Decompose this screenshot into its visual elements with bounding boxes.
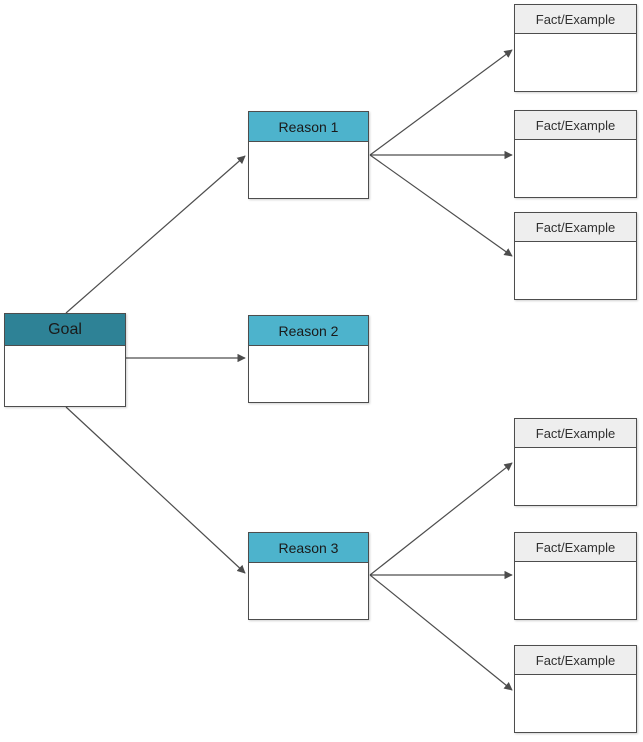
node-reason-1-header: Reason 1 [249,112,368,142]
node-goal-body[interactable] [5,346,125,406]
node-reason-2[interactable]: Reason 2 [248,315,369,403]
node-fact-1[interactable]: Fact/Example [514,4,637,92]
node-reason-3-header: Reason 3 [249,533,368,563]
edge-goal-to-reason-3 [65,406,246,574]
edge-reason-1-to-fact-1 [369,49,513,156]
node-fact-1-body[interactable] [515,34,636,91]
node-fact-5-body[interactable] [515,562,636,619]
node-fact-3[interactable]: Fact/Example [514,212,637,300]
node-fact-5-header: Fact/Example [515,533,636,562]
node-reason-1-body[interactable] [249,142,368,198]
node-fact-6-header: Fact/Example [515,646,636,675]
node-fact-4-label: Fact/Example [535,425,616,441]
edge-reason-1-to-fact-3 [369,154,513,257]
node-fact-6[interactable]: Fact/Example [514,645,637,733]
node-reason-2-label: Reason 2 [278,322,339,339]
node-reason-2-header: Reason 2 [249,316,368,346]
edge-reason-3-to-fact-6 [369,574,513,691]
edge-reason-3-to-fact-4 [369,462,513,576]
node-fact-1-label: Fact/Example [535,11,616,27]
node-fact-2-label: Fact/Example [535,117,616,133]
node-goal-header: Goal [5,314,125,346]
node-fact-2[interactable]: Fact/Example [514,110,637,198]
node-fact-5[interactable]: Fact/Example [514,532,637,620]
node-reason-3[interactable]: Reason 3 [248,532,369,620]
node-reason-1-label: Reason 1 [278,118,339,135]
node-fact-4-header: Fact/Example [515,419,636,448]
node-fact-6-body[interactable] [515,675,636,732]
node-reason-3-body[interactable] [249,563,368,619]
node-fact-1-header: Fact/Example [515,5,636,34]
node-reason-3-label: Reason 3 [278,539,339,556]
node-fact-4-body[interactable] [515,448,636,505]
node-fact-3-body[interactable] [515,242,636,299]
node-reason-2-body[interactable] [249,346,368,402]
node-goal-label: Goal [48,320,82,338]
node-fact-3-label: Fact/Example [535,219,616,235]
node-fact-5-label: Fact/Example [535,539,616,555]
node-fact-2-header: Fact/Example [515,111,636,140]
edge-goal-to-reason-1 [65,155,246,314]
node-fact-6-label: Fact/Example [535,652,616,668]
node-goal[interactable]: Goal [4,313,126,407]
node-fact-2-body[interactable] [515,140,636,197]
node-fact-3-header: Fact/Example [515,213,636,242]
node-reason-1[interactable]: Reason 1 [248,111,369,199]
node-fact-4[interactable]: Fact/Example [514,418,637,506]
